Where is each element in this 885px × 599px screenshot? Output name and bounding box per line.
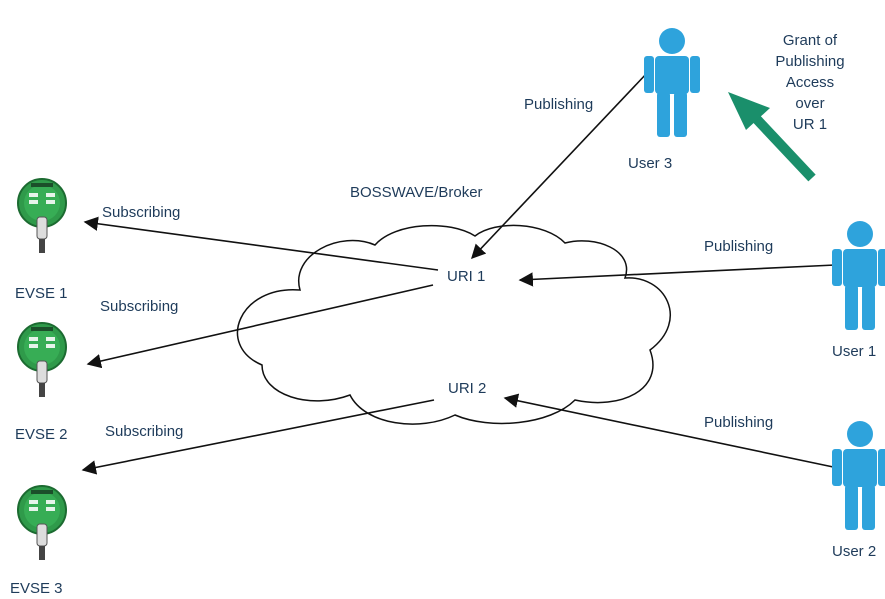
- grant-arrow: [728, 92, 816, 182]
- grant-line-5: UR 1: [792, 116, 828, 133]
- edge-uri1-evse1: [83, 216, 439, 271]
- edge-label-user2-uri2: Publishing: [704, 414, 774, 431]
- evse1-label: EVSE 1: [15, 285, 68, 302]
- edge-user3-uri1: [471, 71, 649, 260]
- user3-label: User 3: [628, 155, 673, 172]
- edge-label-user1-uri1: Publishing: [704, 238, 774, 255]
- broker-cloud: [236, 224, 671, 425]
- evse2-label: EVSE 2: [15, 426, 68, 443]
- grant-line-3: Access: [785, 74, 835, 91]
- user1-icon: [832, 221, 885, 330]
- edge-user1-uri1: [518, 264, 836, 287]
- user3-icon: [644, 28, 700, 137]
- grant-line-2: Publishing: [775, 53, 845, 70]
- user2-label: User 2: [832, 543, 877, 560]
- grant-line-4: over: [795, 95, 825, 112]
- edge-uri2-evse3: [81, 399, 435, 475]
- uri2-label: URI 2: [448, 380, 487, 397]
- user2-icon: [832, 421, 885, 530]
- grant-text: Grant of Publishing Access over UR 1: [755, 30, 865, 135]
- evse1-icon: [17, 178, 67, 254]
- edge-uri1-evse2: [86, 284, 434, 369]
- evse3-icon: [17, 485, 67, 561]
- evse2-icon: [17, 322, 67, 398]
- edge-label-uri2-evse3: Subscribing: [105, 423, 184, 440]
- grant-line-1: Grant of: [782, 32, 838, 49]
- edge-label-uri1-evse1: Subscribing: [102, 204, 181, 221]
- edge-label-uri1-evse2: Subscribing: [100, 298, 179, 315]
- broker-label: BOSSWAVE/Broker: [350, 184, 483, 201]
- edge-user2-uri2: [503, 393, 839, 469]
- user1-label: User 1: [832, 343, 877, 360]
- evse3-label: EVSE 3: [10, 580, 63, 597]
- edge-label-user3-uri1: Publishing: [524, 96, 594, 113]
- uri1-label: URI 1: [447, 268, 486, 285]
